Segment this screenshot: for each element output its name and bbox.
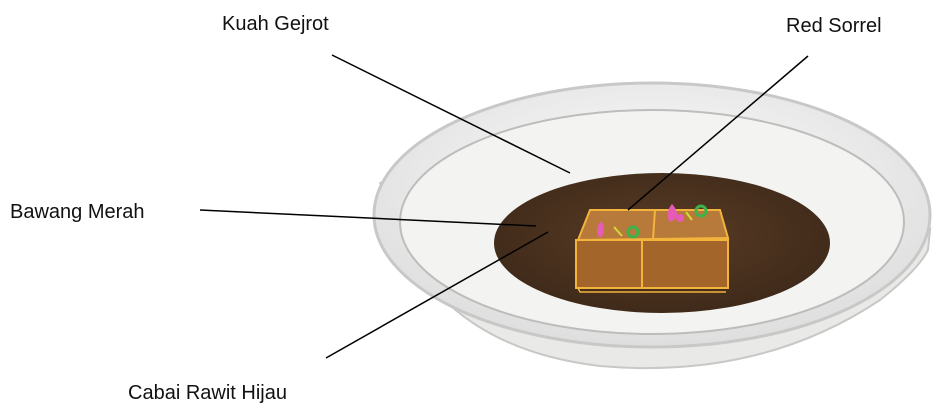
label-bawang-merah: Bawang Merah (10, 202, 145, 222)
shallot-right-2 (676, 214, 684, 222)
label-cabai-rawit-hijau: Cabai Rawit Hijau (128, 383, 287, 403)
tofu-cubes (576, 210, 728, 292)
label-kuah-gejrot: Kuah Gejrot (222, 14, 329, 34)
label-red-sorrel: Red Sorrel (786, 16, 882, 36)
